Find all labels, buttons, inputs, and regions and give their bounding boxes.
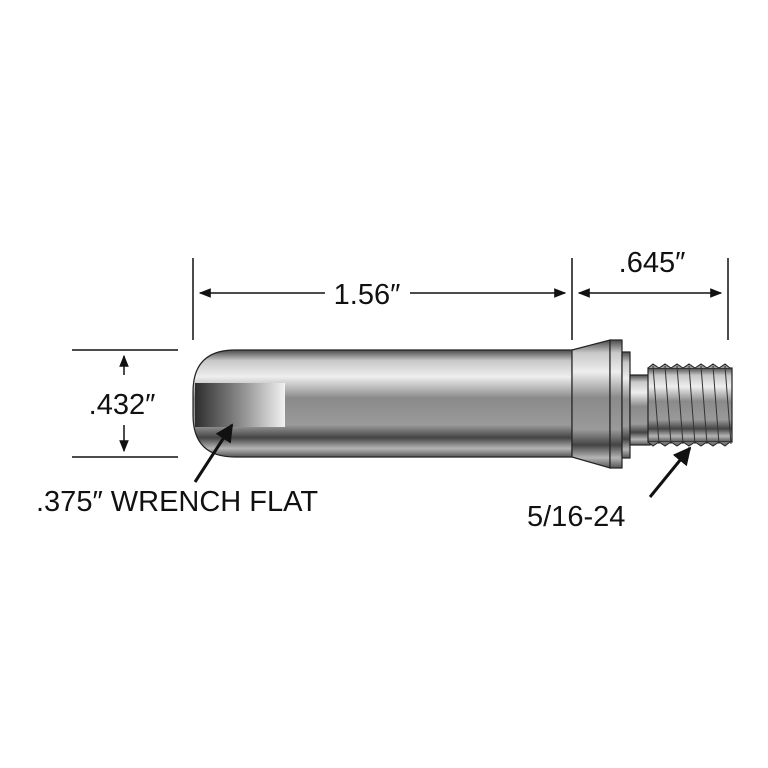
thread-spec-label: 5/16-24 (527, 501, 625, 533)
extension-lines (72, 258, 729, 458)
thread (647, 363, 733, 447)
dimension-thread-length: .645″ (619, 247, 686, 279)
thread-leader-arrow (648, 446, 692, 498)
dimension-body-length: 1.56″ (334, 279, 401, 311)
wrench-flat-label: .375″ WRENCH FLAT (36, 486, 318, 518)
wrench-flat-leader-arrow (193, 423, 234, 483)
dimension-diameter: .432″ (89, 389, 156, 421)
wrench-flat (195, 383, 285, 427)
bolt-body (192, 339, 733, 469)
